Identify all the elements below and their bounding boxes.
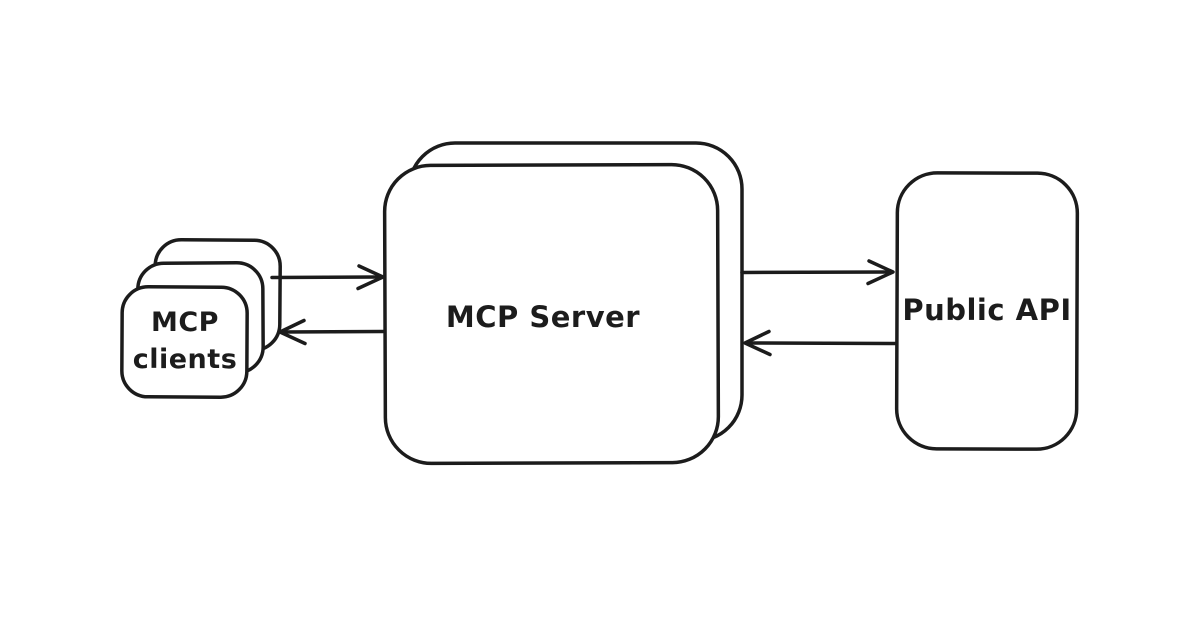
arrow-server-to-api xyxy=(740,259,895,286)
arrow-head-right-icon xyxy=(356,264,385,291)
arrow-shaft xyxy=(746,341,897,346)
public-api-label: Public API xyxy=(902,293,1072,327)
arrow-server-to-clients xyxy=(278,318,386,346)
mcp-clients-label-line2: clients xyxy=(132,344,238,375)
arrow-shaft xyxy=(281,329,386,334)
mcp-clients-label-line1: MCP xyxy=(151,307,219,338)
mcp-server-box-front xyxy=(382,162,721,466)
mcp-clients-label: MCP clients xyxy=(133,304,238,378)
arrow-head-right-icon xyxy=(866,259,895,286)
arrow-head-left-icon xyxy=(743,329,772,357)
mcp-server-node xyxy=(382,141,744,466)
arrow-shaft xyxy=(740,270,892,275)
arrow-head-left-icon xyxy=(278,318,307,346)
mcp-clients-node xyxy=(120,237,282,399)
arrow-clients-to-server xyxy=(270,264,385,291)
arrow-api-to-server xyxy=(743,329,897,357)
public-api-box xyxy=(894,171,1080,451)
mcp-server-label: MCP Server xyxy=(445,300,641,334)
mcp-clients-box-front xyxy=(120,285,249,399)
public-api-node xyxy=(894,171,1080,451)
arrow-shaft xyxy=(270,275,382,280)
